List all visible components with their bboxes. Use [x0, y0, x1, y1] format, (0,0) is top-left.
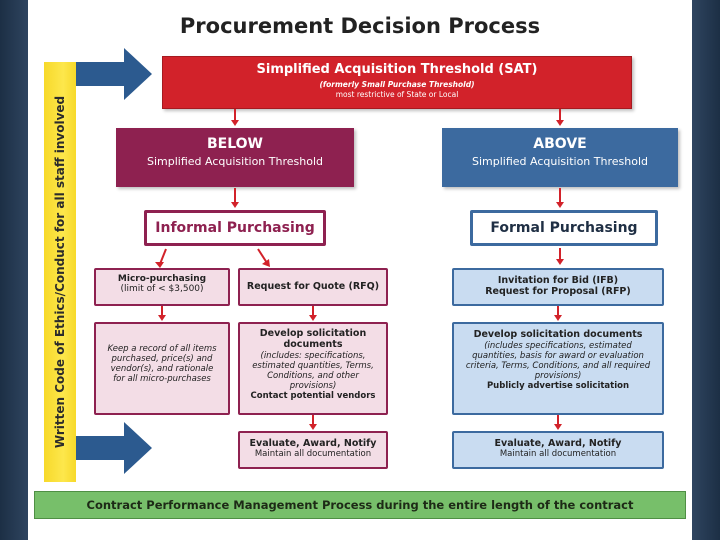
ifb-rfp-box: Invitation for Bid (IFB) Request for Pro…	[452, 268, 664, 306]
split-arrow-right	[257, 248, 268, 264]
micro-title: Micro-purchasing	[117, 274, 207, 284]
formal-evaluate-sub: Maintain all documentation	[499, 449, 617, 459]
informal-purchasing-box: Informal Purchasing	[144, 210, 326, 246]
below-heading: BELOW	[207, 136, 263, 152]
formal-develop-box: Develop solicitation documents (includes…	[452, 322, 664, 415]
split-arrow-left	[159, 248, 167, 265]
formal-evaluate-box: Evaluate, Award, Notify Maintain all doc…	[452, 431, 664, 469]
arrow-below-informal	[231, 202, 239, 208]
rfp-line: Request for Proposal (RFP)	[485, 286, 631, 297]
arrow-rfq-evaluate-stem	[312, 415, 314, 425]
ethics-side-bar	[44, 62, 76, 482]
rfq-evaluate-box: Evaluate, Award, Notify Maintain all doc…	[238, 431, 388, 469]
arrow-sat-above	[556, 120, 564, 126]
arrow-formal-ifb-stem	[559, 248, 561, 260]
ifb-line: Invitation for Bid (IFB)	[497, 275, 619, 286]
sat-title: Simplified Acquisition Threshold (SAT)	[256, 62, 538, 77]
arrow-ifb-develop	[554, 315, 562, 321]
ethics-flow-arrows	[46, 48, 152, 474]
arrow-rfq-develop-stem	[312, 306, 314, 316]
sat-box: Simplified Acquisition Threshold (SAT) (…	[162, 56, 632, 109]
slide: Procurement Decision Process Written Cod…	[28, 0, 692, 540]
arrow-formal-ifb	[556, 259, 564, 265]
arrow-above-formal	[556, 202, 564, 208]
arrow-sat-below-stem	[234, 109, 236, 121]
arrow-below-informal-stem	[234, 188, 236, 203]
rfq-evaluate-title: Evaluate, Award, Notify	[249, 438, 377, 449]
arrow-rfq-develop	[309, 315, 317, 321]
arrow-above-formal-stem	[559, 188, 561, 203]
above-sub: Simplified Acquisition Threshold	[472, 155, 648, 168]
formal-evaluate-title: Evaluate, Award, Notify	[494, 438, 622, 449]
rfq-contact-vendors: Contact potential vendors	[250, 391, 376, 401]
rfq-evaluate-sub: Maintain all documentation	[254, 449, 372, 459]
above-heading: ABOVE	[533, 136, 587, 152]
sat-subtitle: (formerly Small Purchase Threshold)	[319, 80, 475, 89]
arrow-micro-record	[158, 315, 166, 321]
micro-limit: (limit of < $3,500)	[120, 284, 204, 294]
informal-split-arrows	[155, 248, 270, 268]
sat-note: most restrictive of State or Local	[335, 90, 459, 99]
rfq-develop-title: Develop solicitation documents	[259, 328, 367, 350]
bottom-flow-arrow	[46, 422, 152, 474]
above-box: ABOVE Simplified Acquisition Threshold	[442, 128, 678, 187]
formal-develop-detail: (includes specifications, estimated quan…	[465, 341, 651, 381]
arrow-sat-above-stem	[559, 109, 561, 121]
micro-record-box: Keep a record of all items purchased, pr…	[94, 322, 230, 415]
contract-performance-bar: Contract Performance Management Process …	[34, 491, 686, 519]
arrow-ifb-develop-stem	[557, 306, 559, 316]
split-arrow-left-head	[155, 262, 164, 268]
arrow-formal-evaluate-stem	[557, 415, 559, 425]
formal-advertise: Publicly advertise solicitation	[486, 381, 630, 391]
arrow-sat-below	[231, 120, 239, 126]
top-flow-arrow	[46, 48, 152, 100]
rfq-develop-detail: (includes: specifications, estimated qua…	[252, 351, 374, 391]
arrow-formal-evaluate	[554, 424, 562, 430]
formal-purchasing-box: Formal Purchasing	[470, 210, 658, 246]
arrow-micro-record-stem	[161, 306, 163, 316]
formal-develop-title: Develop solicitation documents	[473, 329, 643, 340]
split-arrow-right-head	[262, 259, 270, 267]
below-sub: Simplified Acquisition Threshold	[147, 155, 323, 168]
ethics-side-label: Written Code of Ethics/Conduct for all s…	[53, 95, 68, 449]
below-box: BELOW Simplified Acquisition Threshold	[116, 128, 354, 187]
page-title: Procurement Decision Process	[179, 14, 541, 38]
micro-purchasing-box: Micro-purchasing (limit of < $3,500)	[94, 268, 230, 306]
arrow-rfq-evaluate	[309, 424, 317, 430]
rfq-box: Request for Quote (RFQ)	[238, 268, 388, 306]
rfq-develop-box: Develop solicitation documents (includes…	[238, 322, 388, 415]
